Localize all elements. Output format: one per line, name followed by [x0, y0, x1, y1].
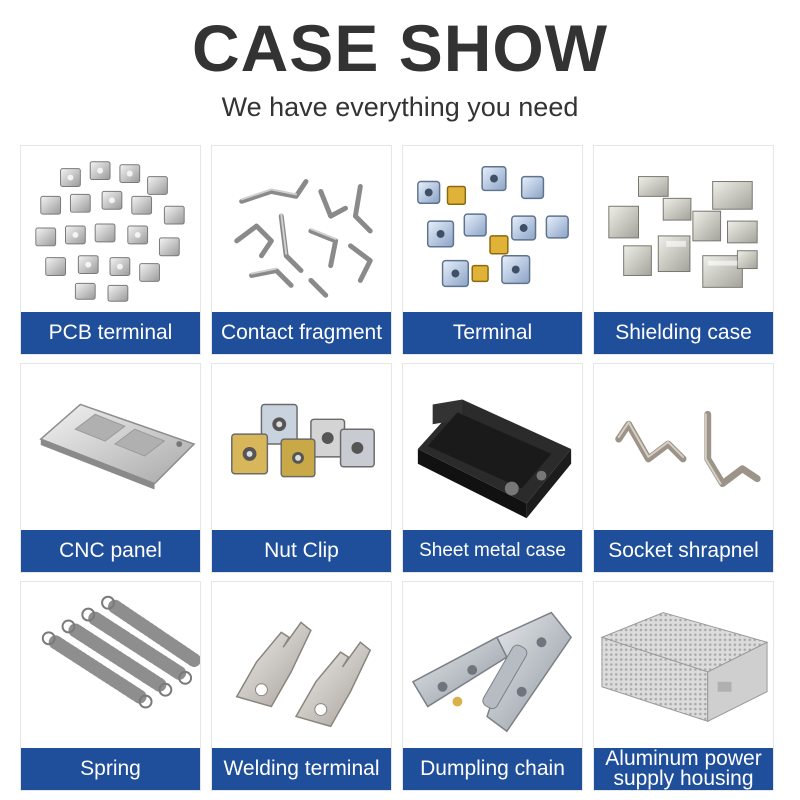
product-label: PCB terminal [21, 312, 200, 354]
product-label: Aluminum power supply housing [594, 748, 773, 790]
product-card-dumpling-chain[interactable]: Dumpling chain [402, 581, 583, 791]
product-label: Dumpling chain [403, 748, 582, 790]
product-label: Terminal [403, 312, 582, 354]
product-card-sheet-metal-case[interactable]: Sheet metal case [402, 363, 583, 573]
product-label: Contact fragment [212, 312, 391, 354]
product-label: Nut Clip [212, 530, 391, 572]
product-card-terminal[interactable]: Terminal [402, 145, 583, 355]
product-card-nut-clip[interactable]: Nut Clip [211, 363, 392, 573]
product-label: CNC panel [21, 530, 200, 572]
product-card-contact-fragment[interactable]: Contact fragment [211, 145, 392, 355]
cnc-panel-icon [21, 364, 200, 530]
product-card-welding-terminal[interactable]: Welding terminal [211, 581, 392, 791]
socket-shrapnel-icon [594, 364, 773, 530]
product-card-pcb-terminal[interactable]: PCB terminal [20, 145, 201, 355]
product-label: Spring [21, 748, 200, 790]
dumpling-chain-icon [403, 582, 582, 748]
sheet-metal-case-icon [403, 364, 582, 530]
terminal-icon [403, 146, 582, 312]
page-title: CASE SHOW [191, 11, 609, 85]
product-label: Socket shrapnel [594, 530, 773, 572]
contact-fragment-icon [212, 146, 391, 312]
product-card-shielding-case[interactable]: Shielding case [593, 145, 774, 355]
product-card-aluminum-power-supply-housing[interactable]: Aluminum power supply housing [593, 581, 774, 791]
product-card-cnc-panel[interactable]: CNC panel [20, 363, 201, 573]
welding-terminal-icon [212, 582, 391, 748]
shielding-case-icon [594, 146, 773, 312]
nut-clip-icon [212, 364, 391, 530]
product-card-spring[interactable]: Spring [20, 581, 201, 791]
product-grid: PCB terminal Con [20, 145, 780, 795]
product-label: Shielding case [594, 312, 773, 354]
pcb-terminal-icon [21, 146, 200, 312]
aluminum-power-supply-housing-icon [594, 582, 773, 748]
spring-icon [21, 582, 200, 748]
product-label: Welding terminal [212, 748, 391, 790]
product-card-socket-shrapnel[interactable]: Socket shrapnel [593, 363, 774, 573]
product-label: Sheet metal case [403, 530, 582, 572]
page-subtitle: We have everything you need [221, 92, 579, 122]
